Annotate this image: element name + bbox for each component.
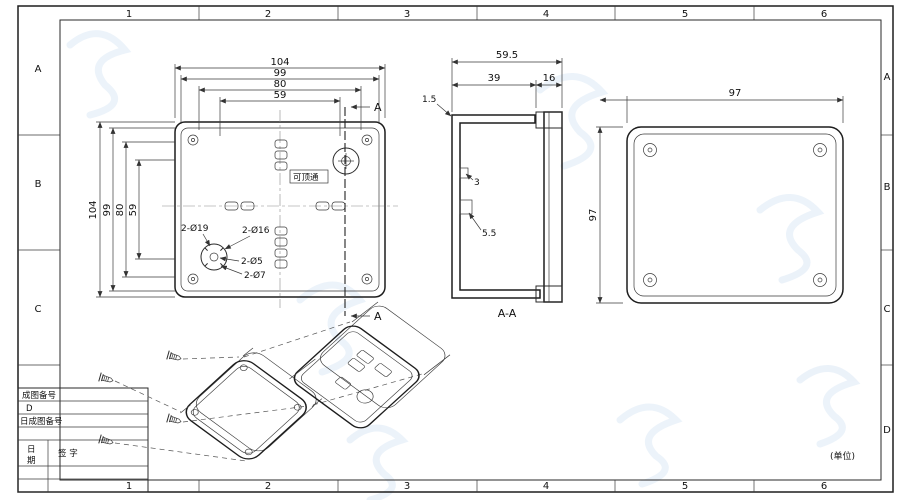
zone-bottom-5: 5 — [682, 481, 688, 492]
front-section-line: A A — [344, 101, 382, 323]
zone-bottom-2: 2 — [265, 481, 271, 492]
front-dims-top: 104 99 80 59 — [174, 57, 386, 136]
dim-back-97-left: 97 — [588, 209, 599, 222]
section-label: A-A — [498, 307, 517, 320]
front-gland-boss — [332, 147, 360, 175]
dim-front-104-left: 104 — [88, 200, 99, 219]
screw-4 — [166, 413, 183, 427]
zone-bottom-4: 4 — [543, 481, 549, 492]
zone-bottom-1: 1 — [126, 481, 132, 492]
zone-top-3: 3 — [404, 9, 410, 20]
front-callouts: 2-Ø19 2-Ø16 2-Ø5 2-Ø7 — [181, 223, 270, 281]
front-view: 可顶通 A A 104 99 80 59 — [88, 57, 398, 323]
title-row-drawing-no: 成图备号 — [22, 390, 56, 401]
back-dims: 97 97 — [588, 88, 844, 304]
screw-3 — [98, 434, 115, 448]
callout-2xd16: 2-Ø16 — [242, 225, 270, 236]
front-knockout — [200, 243, 228, 271]
section-view: 59.5 39 16 1.5 3 5.5 A-A — [422, 50, 563, 320]
title-block: 成图备号 D 日成图备号 日 期 签 字 — [17, 387, 149, 493]
dim-section-1-5: 1.5 — [422, 95, 436, 105]
dim-back-97-top: 97 — [729, 88, 742, 99]
title-row-orig-no: 日成图备号 — [20, 416, 63, 427]
watermark-swirls — [66, 30, 861, 500]
iso-lid-back-face — [195, 352, 317, 452]
callout-2xd19: 2-Ø19 — [181, 223, 209, 234]
dim-section-3: 3 — [474, 178, 480, 188]
zone-top-5: 5 — [682, 9, 688, 20]
isometric-view — [98, 301, 451, 462]
zone-right-d: D — [883, 425, 891, 436]
dim-front-59-top: 59 — [274, 90, 287, 101]
border-frame — [17, 5, 894, 493]
front-top-slots — [274, 139, 288, 171]
unit-note: (单位) — [830, 450, 855, 462]
front-corner-holes — [187, 134, 373, 285]
title-date-label-bottom: 期 — [27, 456, 36, 466]
zone-labels: 1 2 3 4 5 6 1 2 3 4 5 6 A B C A B C D — [35, 9, 892, 492]
screw-2 — [166, 350, 183, 364]
dim-front-104-top: 104 — [270, 57, 289, 68]
dim-front-80-left: 80 — [115, 204, 126, 217]
iso-box-edges — [289, 301, 451, 380]
dim-front-99-left: 99 — [102, 204, 113, 217]
dim-section-5-5: 5.5 — [482, 229, 496, 239]
dim-front-59-left: 59 — [128, 204, 139, 217]
zone-right-b: B — [884, 182, 891, 193]
dim-section-59-5: 59.5 — [496, 50, 518, 61]
section-letter-bottom: A — [374, 310, 382, 323]
title-sign-label: 签 字 — [58, 448, 78, 459]
back-corner-holes — [643, 143, 827, 287]
callout-2xd5: 2-Ø5 — [241, 256, 263, 267]
screw-1 — [98, 372, 115, 386]
zone-right-c: C — [884, 304, 891, 315]
iso-lid-edges — [180, 347, 323, 414]
zone-right-a: A — [884, 72, 891, 83]
zone-top-6: 6 — [821, 9, 827, 20]
section-dims: 59.5 39 16 1.5 3 5.5 — [422, 50, 563, 239]
dim-section-16: 16 — [543, 73, 556, 84]
iso-box — [293, 325, 420, 429]
assembly-axes — [114, 321, 423, 462]
iso-lid — [185, 360, 307, 460]
title-row-rev: D — [26, 404, 33, 414]
dim-front-99-top: 99 — [274, 68, 287, 79]
zone-bottom-6: 6 — [821, 481, 827, 492]
front-mid-slots — [224, 201, 346, 211]
zone-left-c: C — [35, 304, 42, 315]
zone-top-1: 1 — [126, 9, 132, 20]
knockout-label-text: 可顶通 — [293, 172, 319, 183]
front-knockout-label: 可顶通 — [289, 169, 329, 184]
zone-bottom-3: 3 — [404, 481, 410, 492]
zone-left-b: B — [35, 179, 42, 190]
front-bottom-slots — [274, 226, 288, 269]
iso-box-back-shell — [320, 305, 446, 409]
callout-2xd7: 2-Ø7 — [244, 270, 266, 281]
dim-front-80-top: 80 — [274, 79, 287, 90]
section-letter-top: A — [374, 101, 382, 114]
zone-left-a: A — [35, 64, 42, 75]
dim-section-39: 39 — [488, 73, 501, 84]
front-dims-left: 104 99 80 59 — [88, 121, 175, 298]
back-view: 97 97 — [588, 88, 844, 304]
title-date-label-top: 日 — [27, 445, 36, 455]
zone-top-4: 4 — [543, 9, 549, 20]
zone-top-2: 2 — [265, 9, 271, 20]
